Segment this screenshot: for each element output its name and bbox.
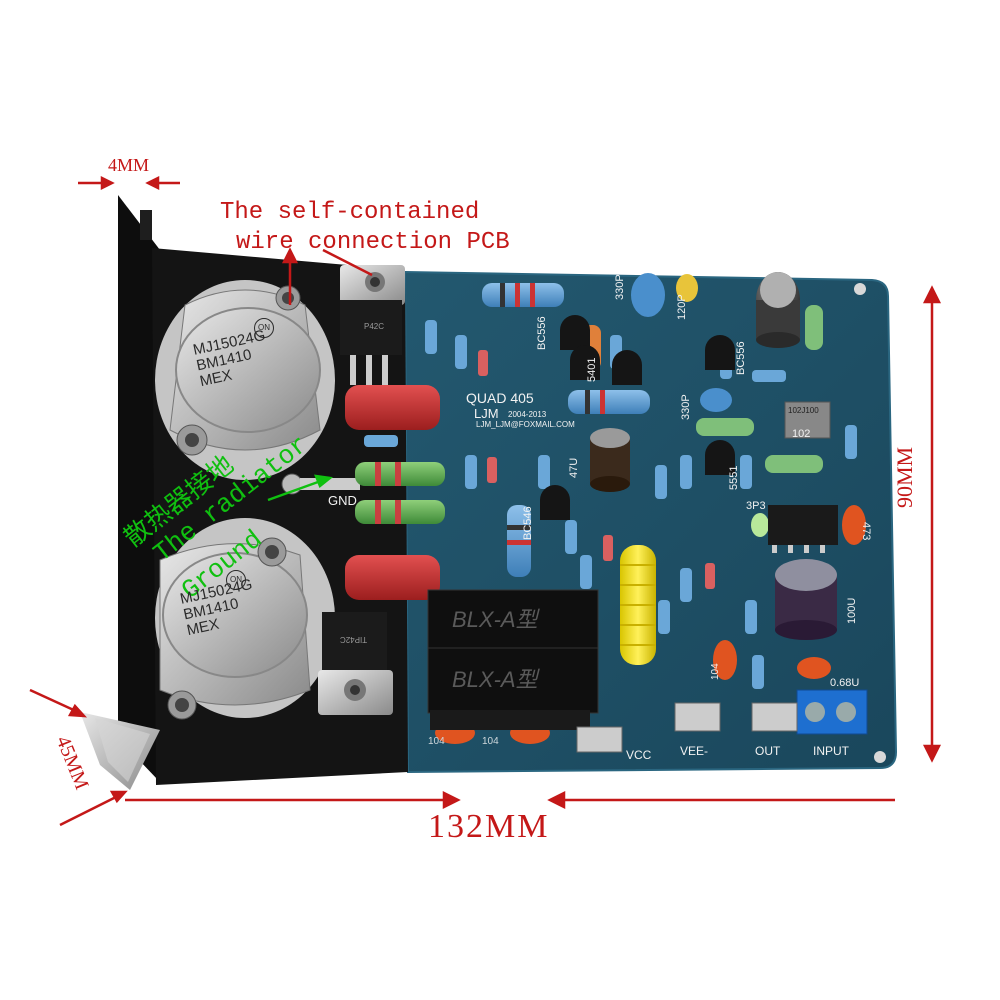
- label-3p3: 3P3: [746, 500, 766, 512]
- heatsink-fin: [118, 195, 160, 780]
- diodes: [478, 350, 715, 589]
- yellow-ceramic: [676, 274, 698, 302]
- orange-resistor: [765, 455, 823, 473]
- label-5551: 5551: [728, 465, 740, 490]
- board-model: QUAD 405: [466, 390, 534, 406]
- board-years: 2004-2013: [508, 410, 547, 419]
- to220-top: [340, 265, 405, 385]
- power-transistor-bottom: [159, 537, 311, 720]
- dimension-label-bottom: 132MM: [428, 808, 550, 845]
- dip-ic: [768, 505, 838, 553]
- label-47u: 47U: [568, 457, 580, 478]
- spade-connector: [576, 726, 623, 753]
- blue-resistor: [568, 390, 650, 414]
- label-vcc: VCC: [626, 748, 652, 762]
- small-resistors: [364, 320, 857, 689]
- orange-ceramic: [842, 505, 866, 545]
- blue-ceramic-capacitor: [700, 388, 732, 412]
- relay-b-label: BLX-A型: [452, 667, 538, 692]
- label-104-a: 104: [710, 663, 721, 680]
- note-line-1: The self-contained: [220, 199, 480, 226]
- dimension-lines: [29, 175, 942, 827]
- blue-resistor: [482, 283, 564, 307]
- box-capacitor: [784, 401, 831, 439]
- mount-hole: [874, 751, 886, 763]
- dimension-label-top: 4MM: [108, 155, 150, 175]
- board-author: LJM: [474, 406, 499, 421]
- electrolytic-capacitor: [775, 559, 837, 640]
- fuse-holder: [427, 589, 599, 730]
- ground-pointer: [267, 474, 334, 502]
- label-330p-b: 330P: [680, 394, 692, 420]
- orange-ceramic: [713, 640, 737, 680]
- red-capacitor: [345, 555, 440, 600]
- power-transistor-top: [169, 285, 321, 456]
- blue-ceramic-capacitor: [631, 273, 665, 317]
- orange-resistor: [696, 418, 754, 436]
- dimension-label-right: 90MM: [892, 446, 917, 508]
- label-330p-a: 330P: [614, 274, 626, 300]
- label-vee: VEE-: [680, 744, 709, 758]
- label-bc546: BC546: [522, 506, 534, 540]
- mount-hole: [854, 283, 866, 295]
- on-logo-icon: ON: [226, 570, 246, 590]
- relay-a-label: BLX-A型: [452, 607, 538, 632]
- on-logo-icon: ON: [254, 318, 274, 338]
- spade-connector: [674, 702, 721, 732]
- label-473: 473: [860, 522, 872, 541]
- to220-bottom: [318, 612, 393, 715]
- board-email: LJM_LJM@FOXMAIL.COM: [476, 420, 575, 429]
- orange-ceramic: [797, 657, 831, 679]
- red-capacitor: [345, 385, 440, 430]
- label-bc556-a: BC556: [536, 316, 548, 350]
- label-input: INPUT: [813, 744, 849, 758]
- electrolytic-capacitor: [590, 428, 630, 492]
- gnd-label: GND: [328, 493, 357, 508]
- note-line-2: wire connection PCB: [236, 229, 510, 256]
- box-capacitor-label: 102J100: [788, 406, 819, 415]
- label-5401: 5401: [586, 357, 598, 382]
- label-100u: 100U: [846, 597, 858, 624]
- yellow-inductor: [620, 545, 656, 665]
- label-out: OUT: [755, 744, 781, 758]
- orange-resistor: [805, 305, 823, 350]
- label-120p: 120P: [676, 294, 688, 320]
- green-ceramic: [751, 513, 769, 537]
- label-102: 102: [792, 428, 811, 440]
- spade-connector: [751, 702, 798, 732]
- electrolytic-capacitor: [756, 272, 800, 348]
- label-104-c: 104: [482, 736, 499, 747]
- label-104-b: 104: [428, 736, 445, 747]
- to220-top-marking: P42C: [364, 322, 385, 331]
- label-bc556-b: BC556: [735, 341, 747, 375]
- to92-transistors: [540, 315, 735, 520]
- label-068u: 0.68U: [830, 677, 860, 689]
- terminal-block: [796, 689, 868, 735]
- to220-bottom-marking: TIP42C: [340, 635, 368, 644]
